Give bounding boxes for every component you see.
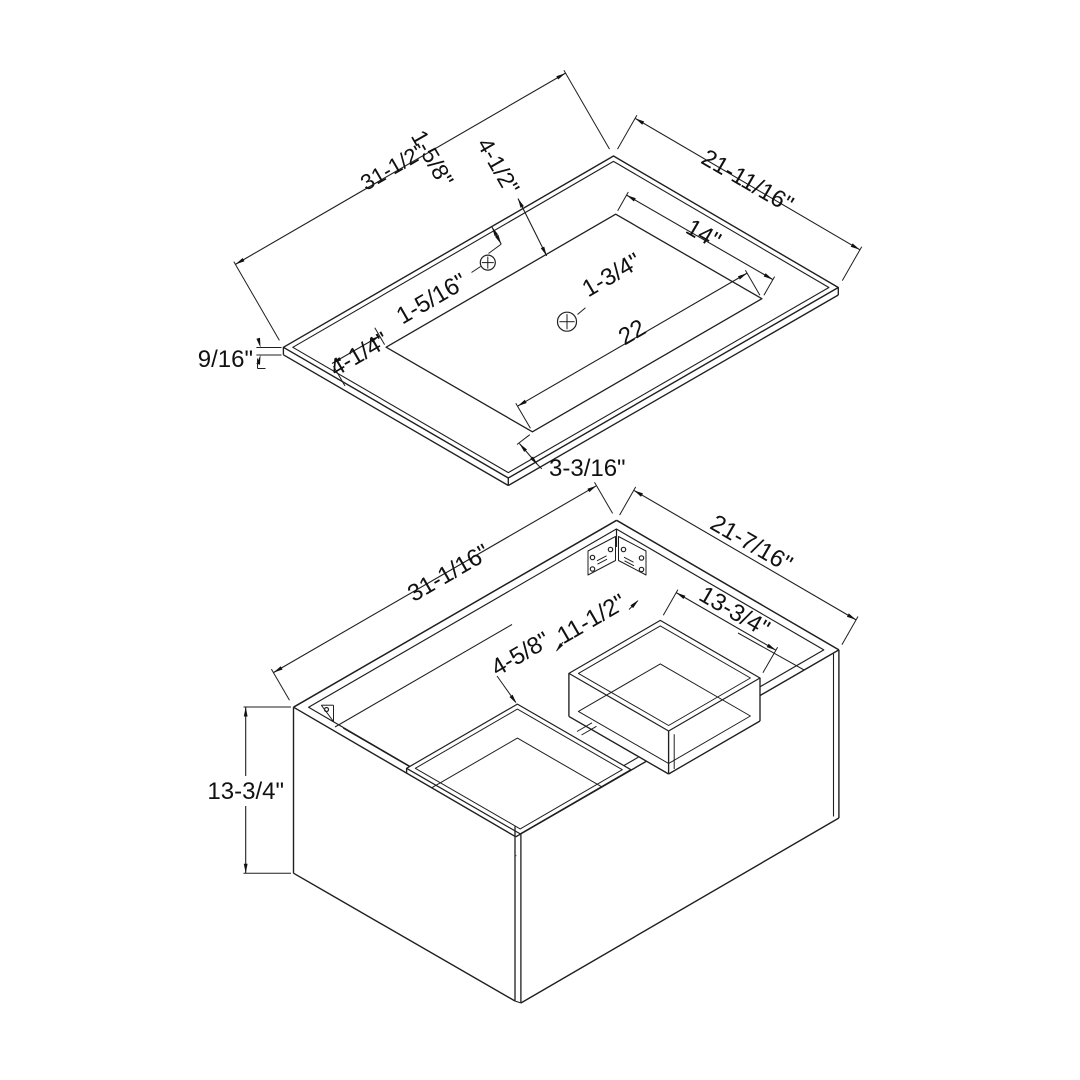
svg-text:13-3/4": 13-3/4" — [207, 778, 284, 805]
svg-text:9/16": 9/16" — [198, 346, 253, 373]
svg-text:3-3/16": 3-3/16" — [549, 455, 626, 482]
